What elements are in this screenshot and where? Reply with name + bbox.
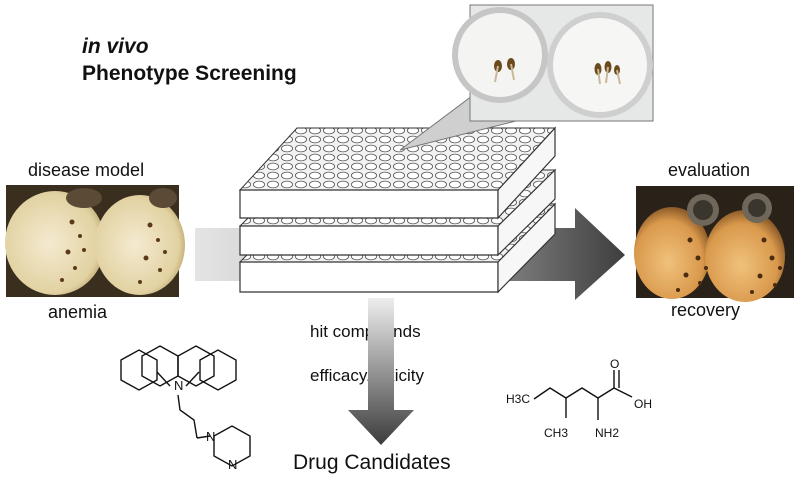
title-in-vivo: in vivo xyxy=(82,35,149,58)
label-drug-candidates: Drug Candidates xyxy=(293,451,451,474)
label-efficacy-toxicity: efficacy/toxicity xyxy=(310,366,425,385)
atom-h3c: H3C xyxy=(506,392,530,406)
atom-o: O xyxy=(610,357,619,371)
title-phenotype-screening: Phenotype Screening xyxy=(82,62,297,85)
atom-nh2: NH2 xyxy=(595,426,619,440)
label-anemia: anemia xyxy=(48,302,108,322)
atom-n: N xyxy=(174,378,183,393)
molecule-leucine-atoms: H3C CH3 NH2 O OH xyxy=(506,357,652,440)
label-recovery: recovery xyxy=(671,300,741,320)
label-disease-model: disease model xyxy=(28,160,145,180)
recovery-photo xyxy=(634,186,794,302)
atom-oh: OH xyxy=(634,397,652,411)
atom-n: N xyxy=(206,429,215,444)
atom-n: N xyxy=(228,457,237,472)
zoomed-well-photo xyxy=(452,4,654,122)
molecule-acridane xyxy=(120,345,251,467)
label-evaluation: evaluation xyxy=(668,160,751,180)
well-plate-top xyxy=(238,126,557,220)
atom-ch3: CH3 xyxy=(544,426,568,440)
molecule-acridane-atoms: N N N xyxy=(174,378,237,472)
anemia-photo xyxy=(5,185,185,297)
vertical-arrow xyxy=(348,298,414,445)
molecule-leucine xyxy=(533,370,633,420)
